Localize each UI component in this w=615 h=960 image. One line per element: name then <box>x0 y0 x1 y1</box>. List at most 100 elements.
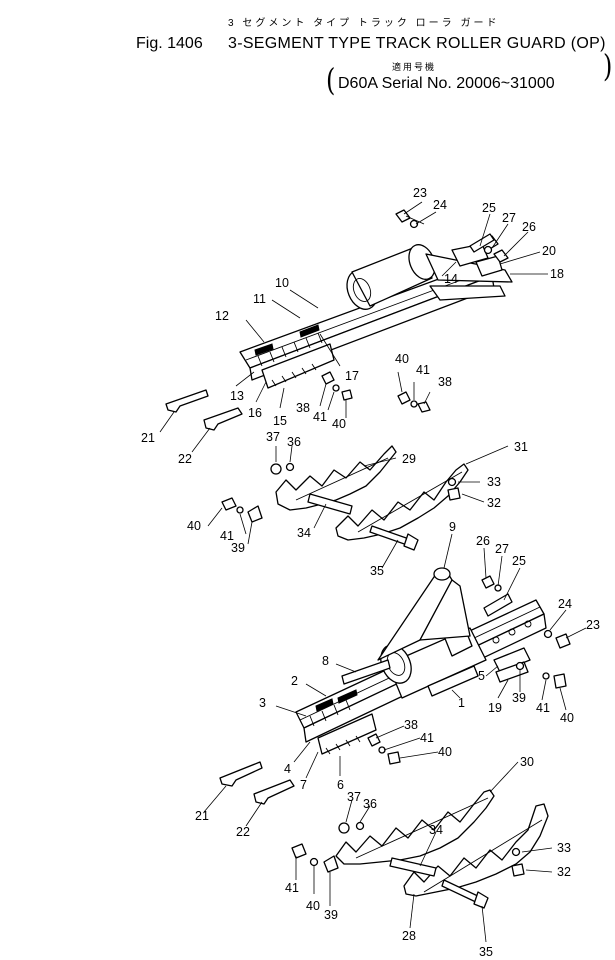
washer-24b <box>543 629 553 639</box>
callout-24b: 24 <box>558 597 572 611</box>
guard-21b <box>219 761 263 787</box>
callout-21a: 21 <box>141 431 155 445</box>
callout-25b: 25 <box>512 554 526 568</box>
callout-38b: 38 <box>438 375 452 389</box>
callout-23b: 23 <box>586 618 600 632</box>
callout-6: 6 <box>337 778 344 792</box>
plate-25b <box>483 593 513 617</box>
nut-38b <box>417 401 431 413</box>
callout-18: 18 <box>550 267 564 281</box>
lower-callouts: 9 26 27 25 24 23 8 2 3 5 1 19 39 41 40 3… <box>195 520 600 959</box>
plate-39 <box>247 505 263 523</box>
plate-25 <box>469 233 495 253</box>
guard-rail-29 <box>275 445 397 511</box>
nut-38c <box>367 733 381 747</box>
guard-22b <box>253 779 295 805</box>
callout-41b: 41 <box>416 363 430 377</box>
callout-10: 10 <box>275 276 289 290</box>
callout-32b: 32 <box>557 865 571 879</box>
callout-27b: 27 <box>495 542 509 556</box>
washer-41a <box>332 384 340 392</box>
washer-36b <box>355 821 365 831</box>
callout-9: 9 <box>449 520 456 534</box>
bolt-40a <box>341 389 353 401</box>
washer-27 <box>483 245 493 255</box>
guard-21 <box>165 389 209 413</box>
bolt-23b <box>555 633 571 649</box>
nut-37 <box>270 463 282 475</box>
bolt-32b <box>511 863 525 877</box>
bolt-41f <box>291 843 307 859</box>
callout-41f: 41 <box>285 881 299 895</box>
callout-41a: 41 <box>313 410 327 424</box>
figure-number: Fig. 1406 <box>136 35 203 52</box>
guard-rail-31 <box>335 463 469 541</box>
callout-1: 1 <box>458 696 465 710</box>
callout-35a: 35 <box>370 564 384 578</box>
callout-34b: 34 <box>429 823 443 837</box>
bracket-20 <box>475 255 503 277</box>
lower-flange-plate <box>317 713 377 755</box>
washer-33b <box>511 847 521 857</box>
callout-39b: 39 <box>512 691 526 705</box>
callout-41c: 41 <box>220 529 234 543</box>
plate-39c <box>323 855 339 873</box>
upper-leaders <box>159 201 548 569</box>
right-parenthesis: ) <box>603 47 613 85</box>
bolt-38a <box>321 371 335 385</box>
callout-8: 8 <box>322 654 329 668</box>
callout-24: 24 <box>433 198 447 212</box>
callout-40c: 40 <box>187 519 201 533</box>
callout-39a: 39 <box>231 541 245 555</box>
washer-39b <box>515 661 525 671</box>
callout-17: 17 <box>345 369 359 383</box>
bolt-26 <box>493 249 509 263</box>
callout-36a: 36 <box>287 435 301 449</box>
lower-assembly: 9 26 27 25 24 23 8 2 3 5 1 19 39 41 40 3… <box>195 520 600 959</box>
washer-24 <box>409 219 419 229</box>
upper-assembly: 23 24 25 27 26 20 18 14 10 11 12 17 13 1… <box>141 186 564 578</box>
callout-14: 14 <box>444 272 458 286</box>
pin-34 <box>307 493 353 515</box>
figure-title: 3-SEGMENT TYPE TRACK ROLLER GUARD (OP) <box>228 35 606 52</box>
callout-37b: 37 <box>347 790 361 804</box>
nut-37b <box>338 822 350 834</box>
rod-8 <box>341 659 391 685</box>
callout-40f: 40 <box>306 899 320 913</box>
callout-22a: 22 <box>178 452 192 466</box>
callout-33b: 33 <box>557 841 571 855</box>
callout-23: 23 <box>413 186 427 200</box>
callout-15: 15 <box>273 414 287 428</box>
callout-39c: 39 <box>324 908 338 922</box>
callout-40a: 40 <box>332 417 346 431</box>
callout-25: 25 <box>482 201 496 215</box>
japanese-applicability-ruby: 適用号機 <box>392 62 437 72</box>
callout-40d: 40 <box>560 711 574 725</box>
callout-38a: 38 <box>296 401 310 415</box>
pin-34b <box>389 857 437 877</box>
callout-5: 5 <box>478 669 485 683</box>
callout-12: 12 <box>215 309 229 323</box>
callout-41d: 41 <box>536 701 550 715</box>
callout-13: 13 <box>230 389 244 403</box>
callout-26b: 26 <box>476 534 490 548</box>
bolt-26b <box>481 575 495 589</box>
japanese-title-ruby: 3 セグメント タイプ トラック ローラ ガード <box>228 18 500 29</box>
bolt-40d <box>553 673 567 689</box>
callout-28: 28 <box>402 929 416 943</box>
callout-2: 2 <box>291 674 298 688</box>
serial-number-range: D60A Serial No. 20006~31000 <box>338 75 555 92</box>
bolt-40c <box>221 497 237 511</box>
upper-callouts: 23 24 25 27 26 20 18 14 10 11 12 17 13 1… <box>141 186 564 578</box>
callout-16: 16 <box>248 406 262 420</box>
callout-20: 20 <box>542 244 556 258</box>
callout-40e: 40 <box>438 745 452 759</box>
bracket-5 <box>493 647 531 673</box>
callout-3: 3 <box>259 696 266 710</box>
callout-41e: 41 <box>420 731 434 745</box>
callout-7: 7 <box>300 778 307 792</box>
callout-30: 30 <box>520 755 534 769</box>
washer-33 <box>447 477 457 487</box>
